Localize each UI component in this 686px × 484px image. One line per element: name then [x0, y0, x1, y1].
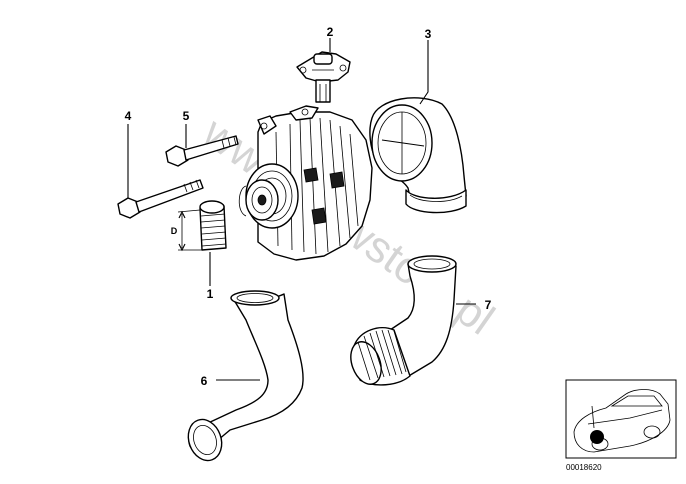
part-hose-elbow: [350, 255, 457, 386]
part-long-bolt: [117, 179, 204, 219]
callout-7: 7: [485, 298, 492, 312]
part-voltage-regulator: [296, 51, 351, 103]
part-bushing: [177, 200, 227, 252]
inset-car-thumbnail: [565, 379, 677, 459]
callout-2: 2: [327, 25, 334, 39]
callout-4: 4: [125, 109, 132, 123]
reference-number: 00018620: [566, 463, 602, 472]
callout-3: 3: [425, 27, 432, 41]
callout-5: 5: [183, 109, 190, 123]
callout-1: 1: [207, 287, 214, 301]
part-alternator: [238, 105, 373, 261]
location-marker-icon: [590, 430, 604, 444]
part-short-bolt: [165, 135, 239, 167]
callout-6: 6: [201, 374, 208, 388]
part-air-duct-cover: [369, 97, 467, 214]
leader-3: [419, 40, 429, 105]
dimension-label: D: [171, 226, 178, 236]
part-hose-lower: [187, 290, 304, 462]
